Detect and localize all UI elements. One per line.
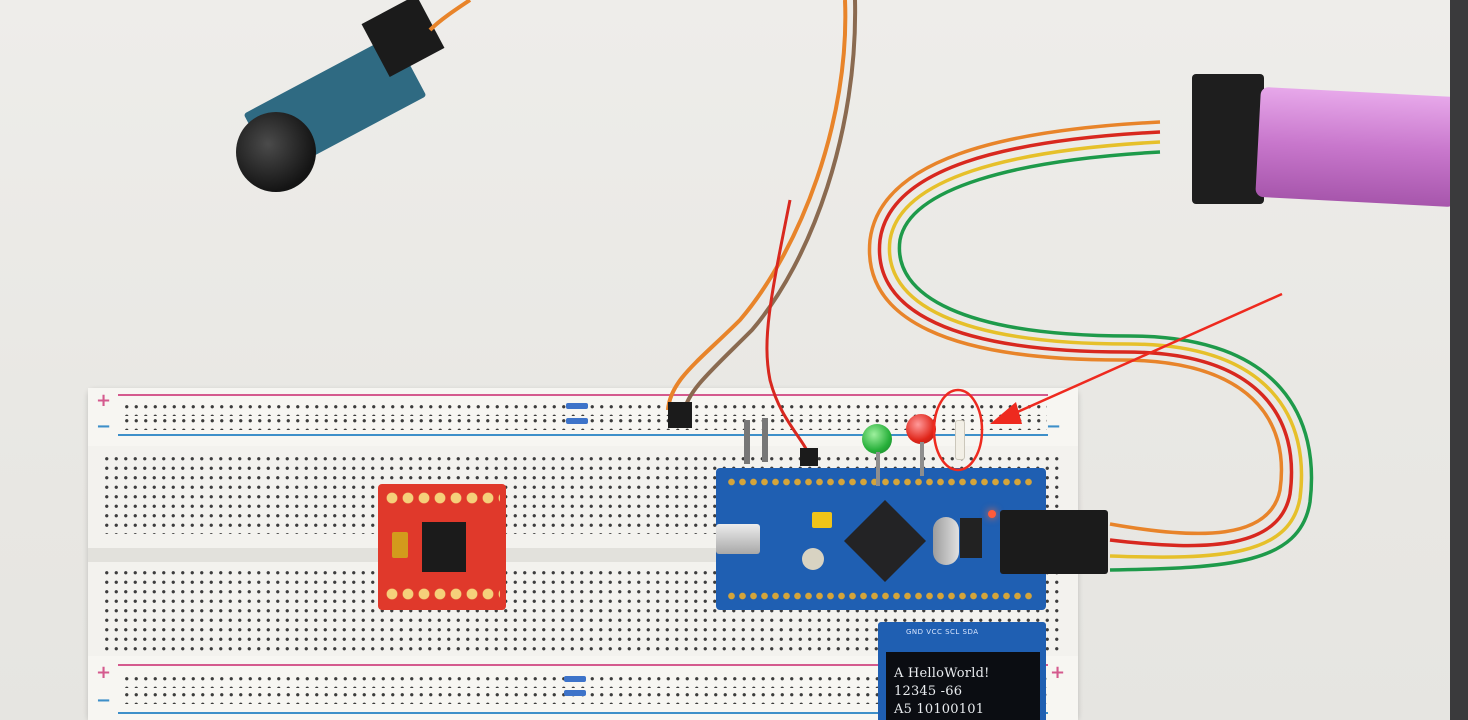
rail-minus-sign-right: −	[1046, 416, 1062, 437]
laptop-edge	[1450, 0, 1468, 720]
rail-holes-plus	[122, 402, 1047, 416]
rail-plus-line-bottom	[118, 664, 1048, 666]
buzzer	[236, 112, 316, 192]
green-led	[862, 424, 892, 454]
driver-capacitor	[392, 532, 408, 558]
header-pins-top	[726, 476, 1036, 488]
wire-yellow-swd	[887, 140, 1304, 559]
pin-lead-2	[762, 418, 768, 462]
driver-pads-bottom	[384, 586, 500, 602]
rail-minus-line	[118, 434, 1048, 436]
rail-minus-sign: −	[96, 416, 112, 437]
oled-line-1: A HelloWorld!	[894, 666, 990, 681]
swd-connector	[1000, 510, 1108, 574]
oled-pin-labels: GND VCC SCL SDA	[906, 628, 979, 636]
micro-usb-port	[716, 524, 760, 554]
power-led	[988, 510, 996, 518]
driver-pads-top	[384, 490, 500, 506]
wire-green-swd	[897, 150, 1314, 572]
motor-driver-module	[378, 484, 506, 610]
driver-ic	[422, 522, 466, 572]
rail-jumper-1	[566, 403, 588, 409]
stm32-bluepill-board	[716, 468, 1046, 610]
rail-jumper-3	[564, 676, 586, 682]
reset-button	[802, 548, 824, 570]
stlink-connector	[1192, 74, 1264, 204]
rail-plus-sign-bottom-right: +	[1050, 662, 1066, 683]
annotation-arrow-head	[990, 402, 1022, 424]
rail-jumper-2	[566, 418, 588, 424]
wire-brown-buzzer	[682, 0, 858, 413]
red-wire-plug	[800, 448, 818, 466]
wire-orange-swd	[867, 120, 1284, 536]
pushbutton	[955, 420, 965, 460]
header-pins-bottom	[726, 590, 1036, 602]
regulator	[960, 518, 982, 558]
annotation-circle	[932, 388, 984, 472]
oled-screen: A HelloWorld! 12345 -66 A5 10100101	[886, 652, 1040, 720]
red-led-leg	[920, 442, 924, 476]
wire-red-pin	[765, 199, 812, 459]
rail-plus-sign-bottom: +	[96, 662, 112, 683]
green-led-leg	[876, 452, 880, 486]
red-led	[906, 414, 936, 444]
wire-orange-top	[428, 0, 472, 32]
rail-plus-sign: +	[96, 390, 112, 411]
wire-orange-buzzer	[666, 0, 848, 411]
rail-minus-sign-bottom: −	[96, 690, 112, 711]
rail-plus-line	[118, 394, 1048, 396]
rail-jumper-4	[564, 690, 586, 696]
pin-lead-1	[744, 420, 750, 464]
oled-line-3: A5 10100101	[894, 702, 985, 717]
rail-minus-line-bottom	[118, 712, 1048, 714]
annotation-arrow-line	[1003, 292, 1283, 420]
oled-line-2: 12345 -66	[894, 684, 963, 699]
wire-red-swd	[877, 130, 1294, 548]
buzzer-wire-plug	[668, 402, 692, 428]
boot-jumper	[812, 512, 832, 528]
rail-holes-minus-bottom	[122, 690, 1047, 704]
